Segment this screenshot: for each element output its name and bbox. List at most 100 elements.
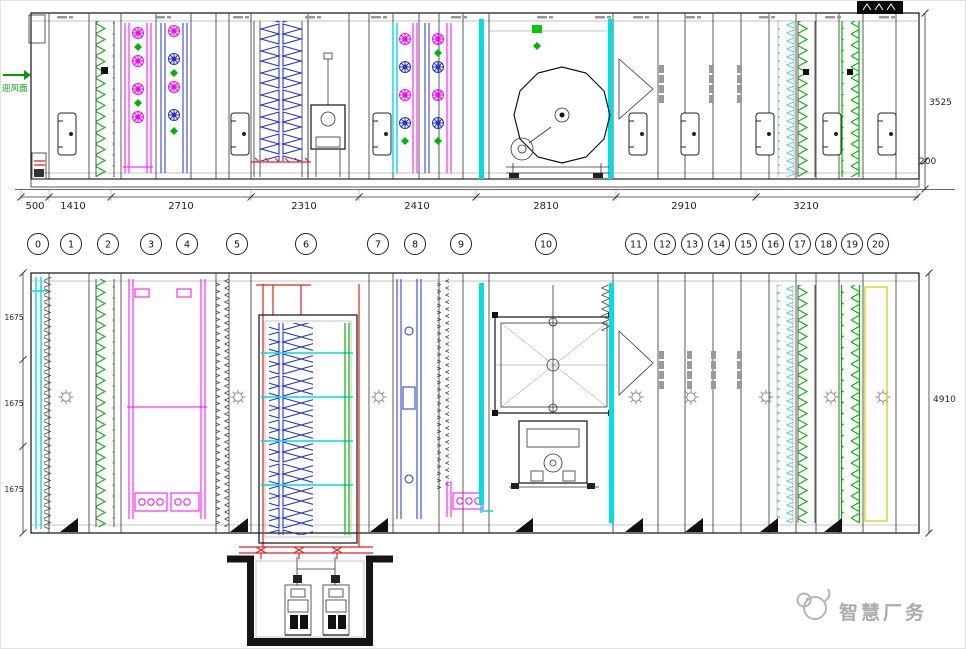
intake-damper <box>28 14 47 180</box>
joint-marker: 8 <box>404 233 426 255</box>
svg-text:6: 6 <box>303 240 309 251</box>
top-right-logo-box <box>857 1 903 14</box>
flex-connection <box>608 19 613 179</box>
flex-joint-hatch <box>437 279 449 489</box>
plan-filter-left <box>95 279 115 527</box>
red-piping <box>239 546 373 559</box>
logo-marks-icon <box>862 3 896 11</box>
plan-damper <box>618 330 654 396</box>
airflow-arrow: 迎风面 <box>2 70 31 94</box>
joint-marker: 5 <box>226 233 248 255</box>
dim-3525: 3525 <box>929 98 952 108</box>
access-door <box>372 112 392 156</box>
length-dimensions: 500 1410 2710 2310 2410 2810 2910 3210 <box>17 190 921 212</box>
joint-marker: 20 <box>867 233 889 255</box>
isolator <box>532 25 542 33</box>
dim-4910: 4910 <box>933 395 956 405</box>
supply-fan <box>489 25 611 178</box>
coil-bank-4 <box>424 23 452 173</box>
joint-marker: 9 <box>450 233 472 255</box>
plan-row-dimensions: 1675 1675 1675 <box>4 269 27 537</box>
joint-marker: 1 <box>60 233 82 255</box>
access-door <box>822 112 842 156</box>
flex-joint-hatch <box>216 279 229 527</box>
pit-walls <box>227 555 393 646</box>
height-dimension: 3525 200 <box>919 9 952 193</box>
svg-text:1: 1 <box>68 240 74 251</box>
joint-marker: 18 <box>815 233 837 255</box>
arrow-head-icon <box>24 70 31 80</box>
plan-exchanger <box>256 284 360 547</box>
svg-text:12: 12 <box>659 240 671 251</box>
watermark: 智慧厂务 <box>796 588 924 624</box>
joint-marker: 3 <box>140 233 162 255</box>
svg-text:3: 3 <box>148 240 154 251</box>
plan-fan-motor <box>509 420 599 489</box>
module-dividers <box>48 13 897 179</box>
svg-text:9: 9 <box>458 240 464 251</box>
joint-marker: 11 <box>625 233 647 255</box>
pump-pit <box>227 546 393 646</box>
svg-text:18: 18 <box>820 240 832 251</box>
joint-marker: 16 <box>762 233 784 255</box>
dim-2310: 2310 <box>291 201 316 212</box>
plan-fine-filter <box>776 285 794 523</box>
dim-3210: 3210 <box>793 201 818 212</box>
pump-unit-1 <box>284 575 312 636</box>
svg-text:20: 20 <box>872 240 884 251</box>
equipment-box <box>310 52 346 177</box>
chevron-exchanger <box>251 21 311 177</box>
joint-marker: 15 <box>735 233 757 255</box>
svg-text:7: 7 <box>375 240 381 251</box>
flex-connection <box>479 19 484 179</box>
joint-marker: 13 <box>681 233 703 255</box>
joint-marker: 6 <box>295 233 317 255</box>
coil-bank-2 <box>160 23 188 173</box>
joint-marker: 10 <box>535 233 557 255</box>
dim-1675-b: 1675 <box>4 399 23 408</box>
plan-outline <box>30 272 920 534</box>
dim-500: 500 <box>25 201 44 212</box>
joint-markers: 0 1 2 3 4 5 6 7 8 9 10 11 12 13 14 15 16… <box>27 233 889 255</box>
filter-strip-right2 <box>841 21 860 177</box>
access-door <box>877 112 897 156</box>
svg-text:13: 13 <box>686 240 698 251</box>
joint-marker: 19 <box>841 233 863 255</box>
access-door <box>628 112 648 156</box>
svg-text:5: 5 <box>234 240 240 251</box>
access-door <box>57 112 77 156</box>
inlet-column <box>31 277 52 529</box>
dim-1675-a: 1675 <box>4 313 23 322</box>
svg-text:15: 15 <box>740 240 752 251</box>
plan-width-dimension: 4910 <box>925 269 956 537</box>
plan-coil-2 <box>396 279 422 519</box>
svg-text:19: 19 <box>846 240 858 251</box>
plan-coil-1 <box>127 279 207 519</box>
coil-bank-3 <box>392 23 418 173</box>
valve-icon <box>255 546 343 554</box>
flex-connection <box>479 283 484 505</box>
plan-yellow-filter <box>864 286 888 522</box>
dim-2710: 2710 <box>168 201 193 212</box>
svg-text:14: 14 <box>713 240 725 251</box>
access-door <box>755 112 775 156</box>
svg-text:11: 11 <box>630 240 642 251</box>
cloud-logo-icon <box>796 588 831 620</box>
pit-inner <box>255 560 365 638</box>
filter-strip-right1 <box>797 21 816 177</box>
access-door <box>230 112 250 156</box>
plan-filter-right1 <box>797 285 816 523</box>
svg-text:17: 17 <box>794 240 806 251</box>
flex-connection <box>609 283 614 523</box>
elevation-view: 迎风面 <box>2 12 955 190</box>
dim-1675-c: 1675 <box>4 485 23 494</box>
pump-unit-2 <box>322 575 350 636</box>
fan-motor <box>510 137 534 161</box>
base-frame <box>30 178 920 188</box>
dim-2910: 2910 <box>671 201 696 212</box>
joint-marker: 7 <box>367 233 389 255</box>
flex-joint-hatch <box>597 285 609 331</box>
joint-marker: 0 <box>27 233 49 255</box>
access-door <box>680 112 700 156</box>
